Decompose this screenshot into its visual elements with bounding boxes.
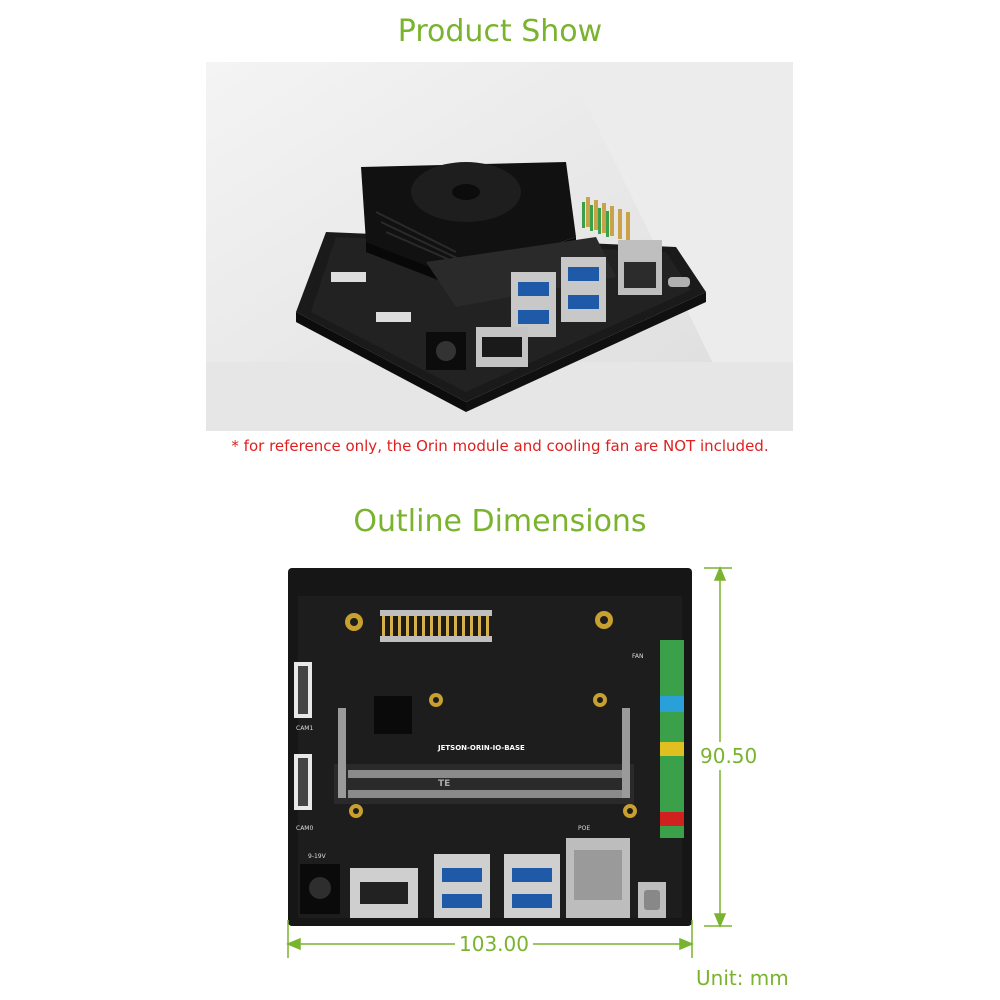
board-top-view: CAM1 CAM0 TE JETSON-ORIN-IO-BASE FAN 9-1… [288,568,692,926]
reference-note: * for reference only, the Orin module an… [231,437,769,455]
product-show-title: Product Show [397,14,603,49]
poe-label: POE [578,825,590,832]
outline-dimensions-title: Outline Dimensions [353,504,647,539]
fan-label: FAN [632,653,644,660]
power-label: 9-19V [308,853,327,860]
width-dimension: 103.00 [455,932,533,956]
unit-label: Unit: mm [696,966,789,990]
cam0-label: CAM0 [296,825,313,832]
board-name-label: JETSON-ORIN-IO-BASE [437,744,525,752]
height-dimension: 90.50 [700,742,758,770]
te-label: TE [438,779,450,789]
product-photo [206,62,793,431]
cam1-label: CAM1 [296,725,313,732]
